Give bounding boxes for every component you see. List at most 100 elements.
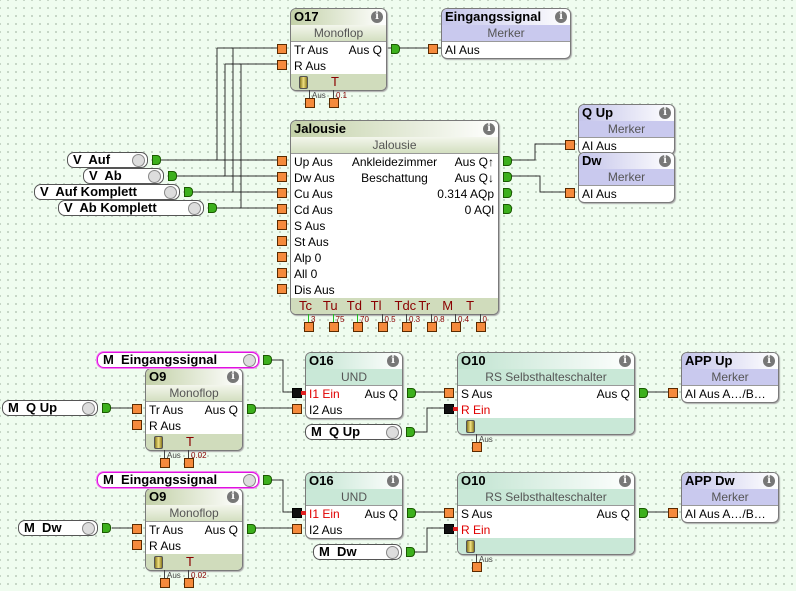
output-pin[interactable] [263,355,272,365]
parameter-pin[interactable] [329,98,339,108]
output-pin[interactable] [102,523,111,533]
output-pin[interactable] [407,508,416,518]
parameter-pin[interactable] [304,322,314,332]
info-icon[interactable]: i [387,355,399,367]
info-icon[interactable]: i [387,475,399,487]
input-pin[interactable] [132,540,142,550]
output-pin[interactable] [247,404,256,414]
input-pin[interactable] [444,388,454,398]
input-flag-v_auf_komplett[interactable]: V Auf Komplett [34,184,180,200]
input-pin[interactable] [277,284,287,294]
input-flag-m_qup2[interactable]: M Q Up [305,424,402,440]
info-icon[interactable]: i [483,123,495,135]
input-pin[interactable] [292,404,302,414]
output-pin[interactable] [208,203,217,213]
input-pin[interactable] [277,44,287,54]
input-pin[interactable] [132,524,142,534]
input-pin[interactable] [668,508,678,518]
parameter-pin[interactable] [472,442,482,452]
output-pin[interactable] [102,403,111,413]
parameter-pin[interactable] [184,578,194,588]
output-pin[interactable] [503,156,512,166]
output-pin[interactable] [503,188,512,198]
input-pin[interactable] [277,204,287,214]
output-pin[interactable] [639,388,648,398]
parameter-pin[interactable] [377,322,388,332]
input-pin[interactable] [565,140,575,150]
input-pin[interactable] [428,44,438,54]
input-pin[interactable] [277,156,287,166]
info-icon[interactable]: i [619,355,631,367]
input-flag-v_ab[interactable]: V Ab [83,168,164,184]
output-pin[interactable] [503,204,512,214]
parameter-pin[interactable] [402,322,412,332]
input-pin[interactable] [277,172,287,182]
input-flag-m_eing1[interactable]: M Eingangssignal [97,352,259,368]
output-pin[interactable] [406,547,415,557]
negated-input-pin[interactable] [444,524,458,534]
input-pin[interactable] [565,188,575,198]
info-icon[interactable]: i [371,11,383,23]
info-icon[interactable]: i [619,475,631,487]
info-icon[interactable]: i [659,155,671,167]
parameter-pin[interactable] [305,98,315,108]
input-flag-m_dw2[interactable]: M Dw [313,544,402,560]
input-pin[interactable] [277,188,287,198]
output-pin[interactable] [406,427,415,437]
parameter-pin[interactable] [328,322,339,332]
output-pin[interactable] [407,388,416,398]
output-pin[interactable] [152,155,161,165]
input-flag-m_dw1[interactable]: M Dw [18,520,98,536]
input-flag-m_qup1[interactable]: M Q Up [2,400,98,416]
parameter-pin[interactable] [160,458,170,468]
input-flag-m_eing2[interactable]: M Eingangssignal [97,472,259,488]
info-icon[interactable]: i [555,11,567,23]
input-pin[interactable] [668,388,678,398]
info-icon[interactable]: i [227,491,239,503]
output-pin[interactable] [247,524,256,534]
output-pin[interactable] [263,475,272,485]
parameter-pin[interactable] [160,578,170,588]
parameter-pin[interactable] [451,322,461,332]
input-pin[interactable] [292,524,302,534]
info-icon[interactable]: i [763,355,775,367]
info-icon[interactable]: i [659,107,671,119]
parameter-pin[interactable] [426,322,437,332]
negated-input-pin[interactable] [292,508,306,518]
negated-input-pin[interactable] [292,388,306,398]
info-icon[interactable]: i [227,371,239,383]
parameter-pin[interactable] [472,562,482,572]
output-pin[interactable] [391,44,400,54]
parameter-pin[interactable] [184,458,194,468]
input-flag-v_auf[interactable]: V Auf [67,152,148,168]
input-pin[interactable] [277,220,287,230]
output-pin[interactable] [503,172,512,182]
input-pin[interactable] [277,236,287,246]
input-pin[interactable] [132,420,142,430]
input-pin[interactable] [277,252,287,262]
info-icon[interactable]: i [763,475,775,487]
output-pin[interactable] [168,171,177,181]
parameter-pin[interactable] [475,322,486,332]
input-pin[interactable] [132,404,142,414]
output-pin[interactable] [184,187,193,197]
parameter-pin[interactable] [353,322,363,332]
output-pin[interactable] [639,508,648,518]
input-flag-v_ab_komplett[interactable]: V Ab Komplett [58,200,204,216]
input-pin[interactable] [277,60,287,70]
input-pin[interactable] [277,268,287,278]
negated-input-pin[interactable] [444,404,458,414]
